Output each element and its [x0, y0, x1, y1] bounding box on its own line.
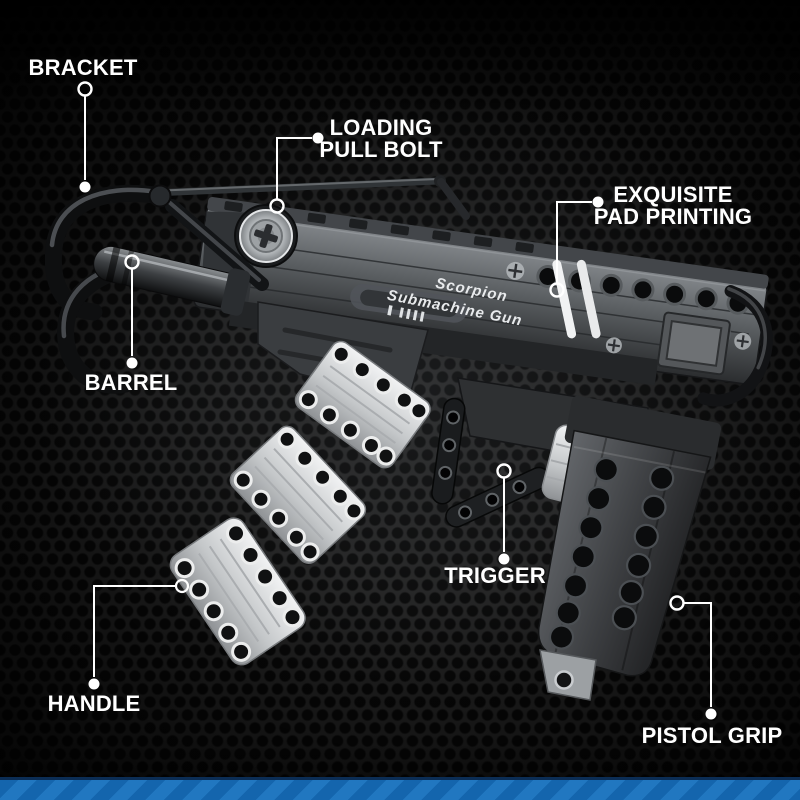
- exquisite-pad-printing-label-line1: EXQUISITE: [613, 182, 733, 207]
- callout-lines: [77, 81, 717, 720]
- loading-pull-bolt-callout-line: [269, 132, 324, 214]
- pad-printing-stripes: [552, 259, 601, 339]
- trigger-callout-line: [496, 463, 512, 565]
- stock-rod: [148, 175, 470, 220]
- barrel-callout-line: [124, 254, 140, 369]
- grip-foot: [539, 649, 597, 701]
- magazine-segment-1: [294, 340, 431, 469]
- loading-pull-bolt-label: LOADING PULL BOLT: [319, 117, 442, 161]
- pistol-grip: [537, 395, 722, 677]
- magazine-segment-3: [169, 517, 306, 666]
- exquisite-pad-printing-label: EXQUISITE PAD PRINTING: [594, 184, 752, 228]
- pistol-grip-callout-line: [669, 595, 717, 720]
- bracket-label: BRACKET: [28, 55, 138, 80]
- pistol-grip-label: PISTOL GRIP: [641, 723, 783, 748]
- exquisite-pad-printing-label-line2: PAD PRINTING: [593, 204, 753, 229]
- bracket-callout-line: [77, 81, 93, 193]
- bolt-knob: [234, 204, 298, 268]
- sling-loop: [697, 285, 773, 407]
- handle-label: HANDLE: [47, 691, 141, 716]
- loading-pull-bolt-label-line2: PULL BOLT: [319, 137, 443, 162]
- magazine-segment-2: [229, 425, 367, 564]
- magazine: [169, 340, 431, 666]
- handle-callout-line: [88, 578, 190, 690]
- phillips-screws: [506, 261, 752, 354]
- barrel-label: BARREL: [84, 370, 178, 395]
- loading-pull-bolt-label-line1: LOADING: [329, 115, 433, 140]
- exquisite-pad-printing-callout-line: [549, 196, 604, 298]
- stock-wire-bracket: [44, 184, 269, 394]
- accent-stripe-bar: [0, 777, 800, 800]
- trigger-label: TRIGGER: [444, 563, 546, 588]
